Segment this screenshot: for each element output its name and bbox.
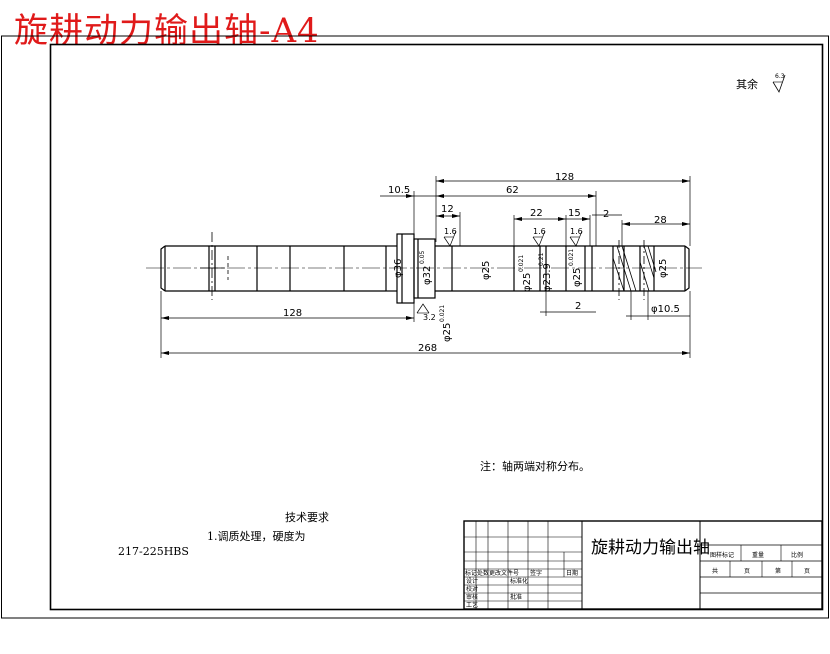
roughness-symbol-1: 1.6 (443, 227, 457, 247)
dim-128-bottom: 128 (283, 308, 302, 319)
svg-text:比例: 比例 (791, 551, 803, 559)
dim-phi25-b: φ25 (522, 273, 533, 292)
inner-frame (49, 43, 824, 611)
svg-text:页: 页 (804, 568, 810, 575)
dim-phi25-c-tol: 0.021 (568, 249, 575, 266)
svg-text:共: 共 (712, 567, 718, 575)
svg-text:日期: 日期 (566, 569, 578, 577)
drawing-title: 旋耕动力输出轴-A4 (14, 11, 320, 51)
dim-phi25-e: φ25 (442, 323, 453, 342)
title-block-labels: 图样标记 重量 比例 共 页 第 页 标记 处数 更改文件号 签字 日期 设计 … (465, 551, 810, 609)
svg-text:审核: 审核 (466, 593, 478, 601)
svg-text:图样标记: 图样标记 (710, 551, 734, 559)
tech-req-heading: 技术要求 (285, 511, 329, 524)
title-block-part-name: 旋耕动力输出轴 (591, 538, 710, 558)
svg-text:标记: 标记 (465, 569, 477, 577)
svg-text:其余: 其余 (736, 77, 758, 91)
tech-req-item-1: 1.调质处理，硬度为 (207, 529, 306, 543)
svg-text:1.6: 1.6 (444, 227, 457, 236)
dim-phi25-c: φ25 (572, 268, 583, 287)
svg-text:3.2: 3.2 (423, 313, 436, 322)
svg-text:处数: 处数 (477, 569, 489, 577)
cross-hole-right (612, 240, 657, 300)
dim-phi23-9: φ23.9 (542, 263, 553, 292)
svg-text:设计: 设计 (466, 577, 478, 585)
svg-text:校对: 校对 (466, 585, 478, 593)
roughness-symbol-2: 1.6 (532, 227, 546, 247)
dim-28: 28 (654, 215, 667, 226)
dim-15: 15 (568, 208, 581, 219)
svg-text:签字: 签字 (530, 569, 542, 577)
dim-phi25-b-tol: 0.021 (518, 255, 525, 272)
dim-2-top: 2 (603, 209, 609, 220)
dim-128-top: 128 (555, 172, 574, 183)
dim-268: 268 (418, 343, 437, 354)
cross-hole-left (200, 232, 229, 300)
dim-phi25-a: φ25 (481, 261, 492, 280)
svg-text:更改文件号: 更改文件号 (489, 569, 519, 577)
svg-text:1.6: 1.6 (570, 227, 583, 236)
svg-text:工艺: 工艺 (466, 601, 478, 609)
dim-phi32-tol: 0.05 (419, 250, 426, 264)
diameter-labels: φ36 φ32 0.05 φ25 φ25 0.021 φ23.9 0.21 φ2… (393, 249, 669, 342)
svg-text:标准化: 标准化 (510, 577, 528, 585)
dim-22: 22 (530, 208, 543, 219)
title-block (463, 520, 823, 610)
dim-10-5: 10.5 (388, 185, 410, 196)
dim-phi32: φ32 (422, 266, 433, 285)
dim-phi10-5: φ10.5 (651, 304, 680, 315)
svg-text:第: 第 (775, 567, 781, 575)
dim-12: 12 (441, 204, 454, 215)
dim-phi36: φ36 (393, 259, 404, 278)
dim-phi25-d: φ25 (658, 259, 669, 278)
svg-text:页: 页 (744, 568, 750, 575)
roughness-symbol-3: 1.6 (569, 227, 583, 247)
roughness-note: 其余 6.3 (736, 73, 786, 93)
arrow-heads (161, 179, 690, 355)
roughness-symbol-4: 3.2 (416, 303, 436, 322)
dim-62: 62 (506, 185, 519, 196)
svg-text:重量: 重量 (752, 551, 764, 559)
dim-phi23-9-tol: 0.21 (538, 252, 545, 266)
svg-text:1.6: 1.6 (533, 227, 546, 236)
drawing-note: 注：轴两端对称分布。 (480, 459, 590, 473)
dim-phi25-e-tol: 0.021 (439, 305, 446, 322)
svg-text:批准: 批准 (510, 593, 522, 601)
dim-2-bottom: 2 (575, 301, 581, 312)
tech-req-hardness: 217-225HBS (118, 545, 189, 558)
svg-text:6.3: 6.3 (775, 73, 785, 80)
outer-frame (1, 35, 829, 619)
